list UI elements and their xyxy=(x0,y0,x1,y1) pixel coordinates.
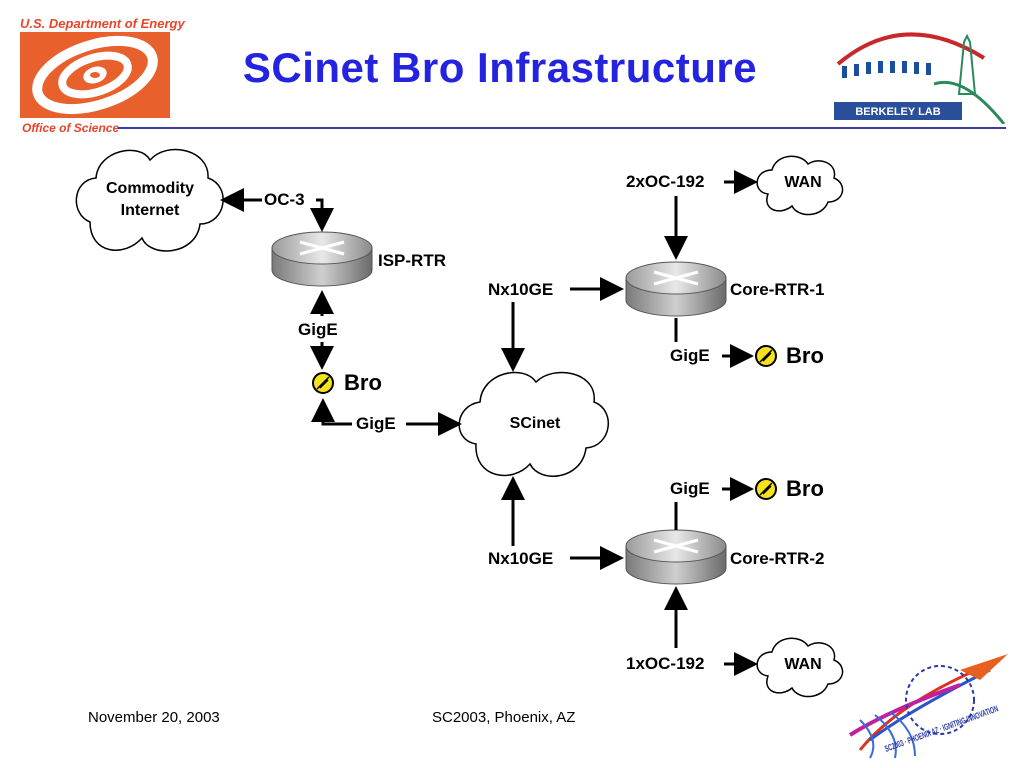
commodity-internet-cloud xyxy=(75,148,224,252)
core2-gige-label: GigE xyxy=(670,479,710,498)
footer-date: November 20, 2003 xyxy=(88,709,220,726)
isp-router-icon xyxy=(271,231,373,287)
oc192-top-label: 2xOC-192 xyxy=(626,172,705,191)
core1-gige-label: GigE xyxy=(670,346,710,365)
bro-left-label: Bro xyxy=(344,370,382,395)
doe-logo xyxy=(20,32,170,118)
berkeley-lab-text: BERKELEY LAB xyxy=(855,106,940,118)
core-router-2-icon xyxy=(625,529,727,585)
sc2003-logo: SC2003 · PHOENIX AZ · IGNITING INNOVATIO… xyxy=(848,654,1008,759)
oc192-bottom-label: 1xOC-192 xyxy=(626,654,705,673)
isp-router-label: ISP-RTR xyxy=(378,251,446,270)
berkeley-lab-logo: BERKELEY LAB xyxy=(834,32,1006,124)
bro-core2-label: Bro xyxy=(786,476,824,501)
nx10ge-top-label: Nx10GE xyxy=(488,280,554,299)
doe-name-bottom: Office of Science xyxy=(22,121,120,135)
core-router-2-label: Core-RTR-2 xyxy=(730,549,825,568)
wan-cloud-bottom xyxy=(756,637,844,698)
bro-sensor-icon-left xyxy=(312,372,334,394)
wan-bottom-label: WAN xyxy=(784,656,822,673)
page-title: SCinet Bro Infrastructure xyxy=(242,44,758,91)
link-gige-up-to-bro xyxy=(311,398,352,426)
core-router-1-icon xyxy=(625,261,727,317)
bro-core1-label: Bro xyxy=(786,343,824,368)
bro-sensor-icon-core1 xyxy=(755,345,777,367)
header-rule xyxy=(118,127,1006,129)
bro-gige-label: GigE xyxy=(356,414,396,433)
footer-event: SC2003, Phoenix, AZ xyxy=(432,709,576,726)
isp-gige-label: GigE xyxy=(298,320,338,339)
commodity-internet-label: Commodity Internet xyxy=(106,180,194,219)
wan-cloud-top xyxy=(756,155,844,216)
core-router-1-label: Core-RTR-1 xyxy=(730,280,825,299)
oc3-label: OC-3 xyxy=(264,190,305,209)
scinet-cloud xyxy=(458,371,609,477)
wan-top-label: WAN xyxy=(784,174,822,191)
bro-sensor-icon-core2 xyxy=(755,478,777,500)
link-oc3-to-isp xyxy=(310,198,334,232)
doe-name-top: U.S. Department of Energy xyxy=(20,16,185,31)
nx10ge-bottom-label: Nx10GE xyxy=(488,549,554,568)
scinet-label: SCinet xyxy=(509,415,561,432)
